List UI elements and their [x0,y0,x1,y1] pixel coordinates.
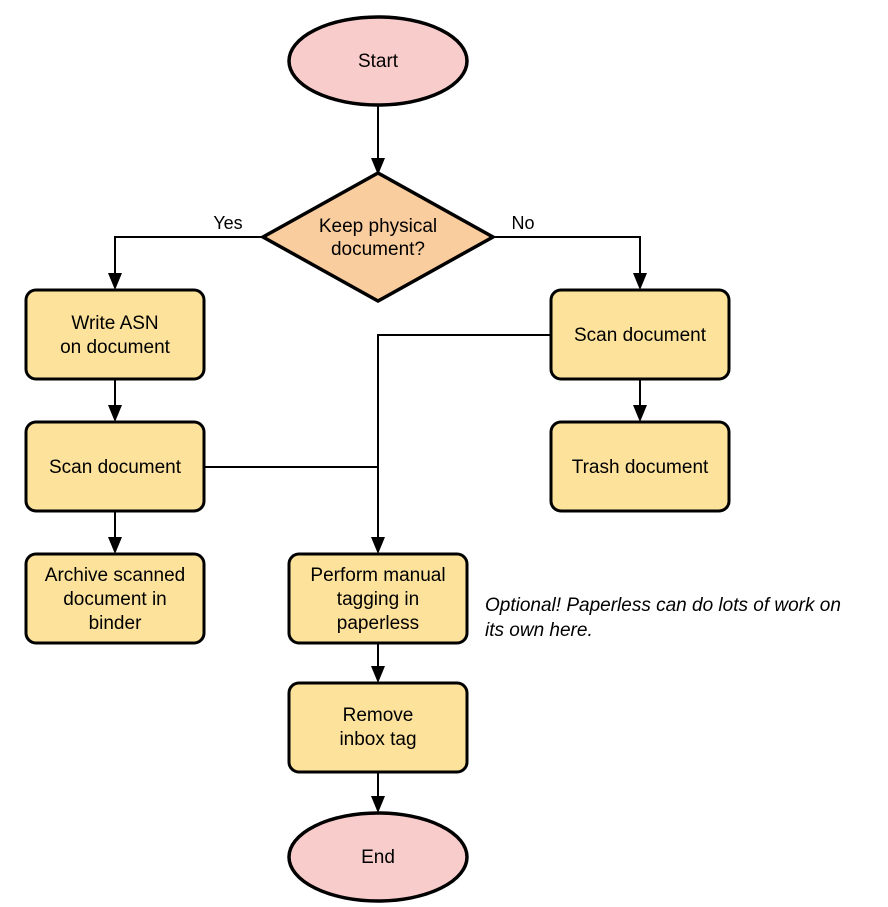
node-start-label: Start [358,51,399,72]
node-write-asn-label-line1: Write ASN [71,313,158,334]
node-archive-scanned-document[interactable]: Archive scanned document in binder [24,552,206,645]
annotation-line1: Optional! Paperless can do lots of work … [485,595,841,616]
edge-scan-left-to-archive [108,511,122,554]
node-manual-tagging-label-line3: paperless [337,613,419,634]
node-perform-manual-tagging[interactable]: Perform manual tagging in paperless [287,552,469,645]
annotation-line2: its own here. [485,620,593,641]
node-decision-label-line1: Keep physical [319,216,437,237]
edge-decision-yes-to-write-asn [108,236,263,290]
node-trash-document[interactable]: Trash document [549,420,731,513]
node-start[interactable]: Start [287,15,469,107]
node-write-asn-label-line2: on document [60,337,171,358]
node-archive-label-line3: binder [89,613,142,634]
edge-scan-right-to-trash [633,379,647,422]
edge-decision-no-to-scan-right [493,236,647,290]
node-write-asn-on-document[interactable]: Write ASN on document [24,288,206,381]
annotation-optional-paperless: Optional! Paperless can do lots of work … [485,595,841,641]
node-end[interactable]: End [287,811,469,903]
edge-remove-inbox-to-end [371,772,385,813]
edge-start-to-decision [371,105,385,175]
node-trash-document-label: Trash document [572,457,709,478]
node-archive-label-line2: document in [63,589,167,610]
node-end-label: End [361,847,395,868]
node-archive-label-line1: Archive scanned [45,565,185,586]
node-remove-inbox-tag[interactable]: Remove inbox tag [287,681,469,774]
edge-write-asn-to-scan-left [108,379,122,422]
node-decision-label-line2: document? [331,239,425,260]
edge-label-yes: Yes [213,213,242,233]
node-scan-document-right[interactable]: Scan document [549,288,731,381]
node-scan-document-left[interactable]: Scan document [24,420,206,513]
edge-scan-right-to-manual-tagging [371,334,551,554]
node-scan-document-left-label: Scan document [49,457,182,478]
node-scan-document-right-label: Scan document [574,325,707,346]
node-manual-tagging-label-line2: tagging in [337,589,419,610]
node-remove-inbox-label-line1: Remove [343,705,414,726]
node-decision-keep-physical-document[interactable]: Keep physical document? [259,170,497,304]
edge-manual-tagging-to-remove-inbox [371,643,385,683]
node-manual-tagging-label-line1: Perform manual [310,565,445,586]
node-remove-inbox-label-line2: inbox tag [339,729,416,750]
edge-label-no: No [511,213,534,233]
